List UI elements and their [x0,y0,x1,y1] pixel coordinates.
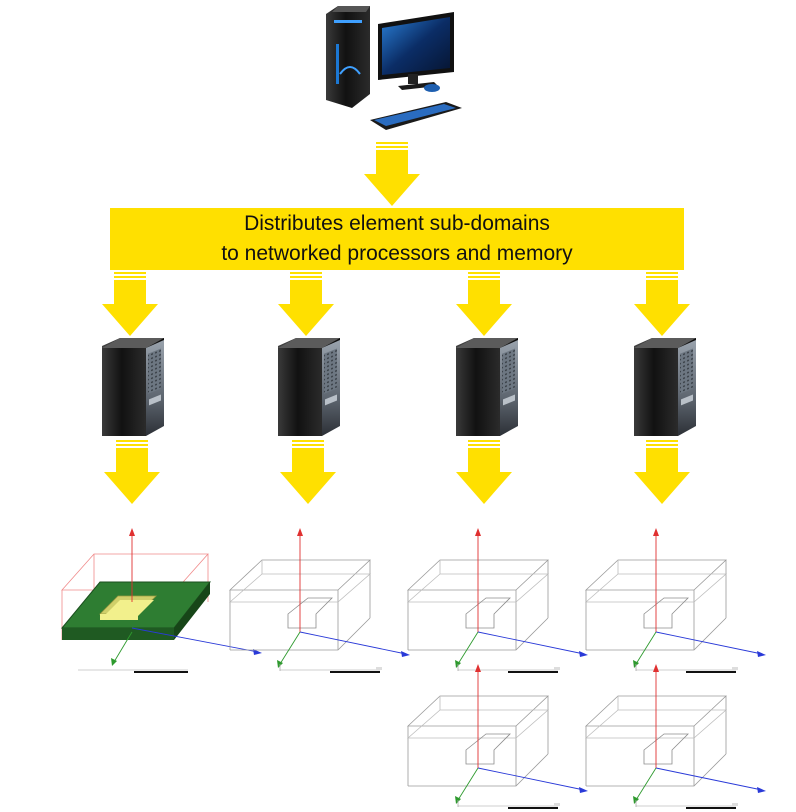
arrow-to-subdomain-4 [634,440,690,504]
arrow-to-server-3 [456,272,512,336]
subdomain-mesh [229,527,411,673]
server-tower-icon [634,338,696,448]
arrow-to-subdomain-2 [280,440,336,504]
arrow-down-to-banner [364,142,420,206]
server-tower-icon [278,338,340,448]
banner-line-2: to networked processors and memory [221,242,573,265]
arrows-banner-to-servers [102,272,690,336]
arrow-to-server-4 [634,272,690,336]
arrow-to-subdomain-3 [456,440,512,504]
banner-line-1: Distributes element sub-domains [244,212,550,235]
arrow-to-server-2 [278,272,334,336]
subdomain-mesh [407,527,589,673]
banner-text: Distributes element sub-domains to netwo… [110,208,684,270]
server-tower-icon [456,338,518,448]
arrows-servers-to-subdomains [104,440,690,504]
server-tower-icon [102,338,164,448]
arrow-to-subdomain-1 [104,440,160,504]
distribution-banner [110,208,684,270]
subdomain-mesh [585,663,767,809]
subdomain-mesh-pcb [60,528,262,673]
desktop-computer-icon [326,6,462,130]
arrow-to-server-1 [102,272,158,336]
subdomain-mesh [407,663,589,809]
subdomain-mesh [585,527,767,673]
